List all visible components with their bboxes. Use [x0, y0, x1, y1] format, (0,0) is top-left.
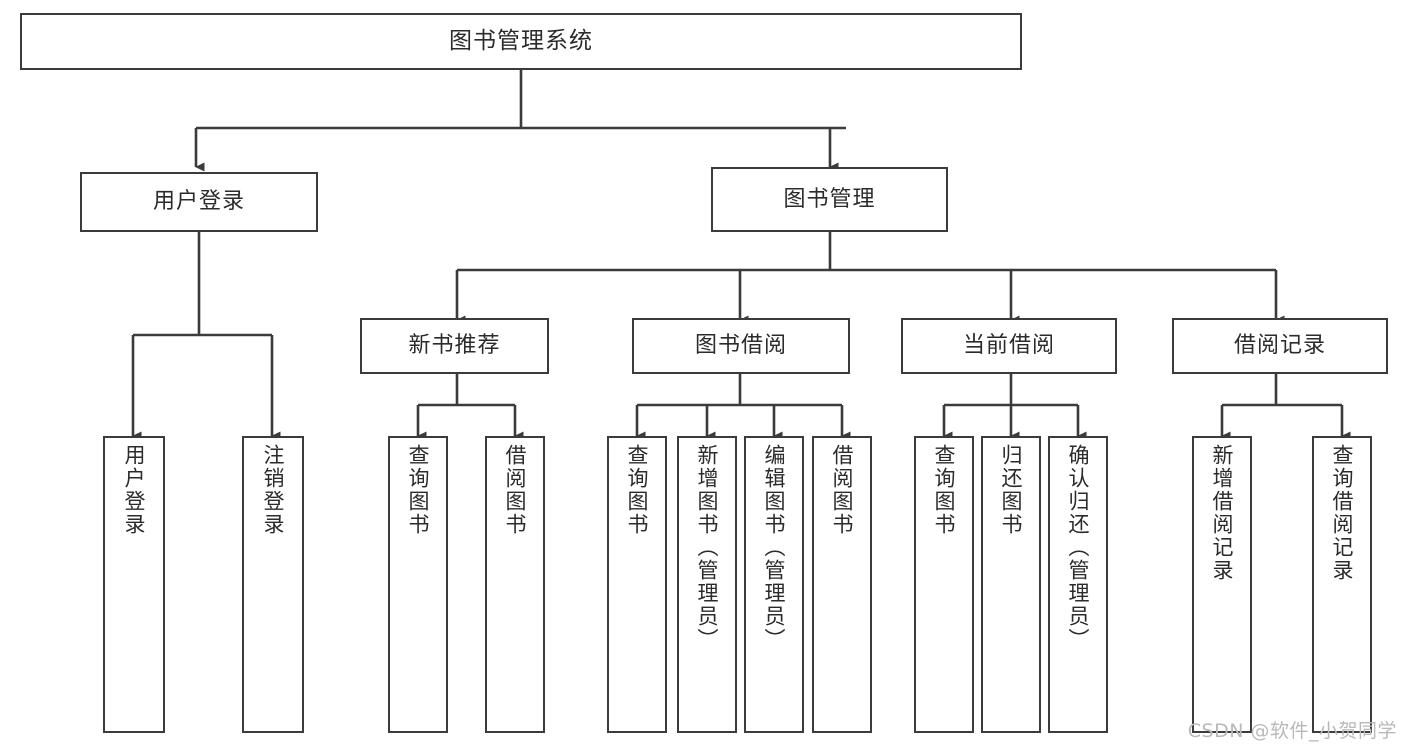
- node-book-borrow[interactable]: 图书借阅: [632, 318, 850, 374]
- node-leaf-user-login[interactable]: 用户登录: [103, 436, 165, 733]
- node-label: 新增借阅记录: [1210, 444, 1235, 582]
- node-leaf-borrow-book-1[interactable]: 借阅图书: [485, 436, 545, 733]
- node-leaf-query-book-1[interactable]: 查询图书: [388, 436, 448, 733]
- node-label: 查询图书: [406, 444, 431, 536]
- node-leaf-add-book[interactable]: 新增图书（管理员）: [677, 436, 737, 733]
- node-label: 借阅记录: [1233, 333, 1326, 359]
- node-label: 查询图书: [932, 444, 957, 536]
- node-label: 用户登录: [122, 444, 147, 536]
- node-label: 确认归还（管理员）: [1066, 444, 1091, 651]
- node-label: 新增图书（管理员）: [695, 444, 720, 651]
- node-label: 用户登录: [152, 189, 245, 215]
- node-book-management[interactable]: 图书管理: [711, 167, 948, 232]
- node-leaf-query-book-2[interactable]: 查询图书: [607, 436, 667, 733]
- node-label: 借阅图书: [503, 444, 528, 536]
- node-label: 图书管理系统: [449, 27, 593, 54]
- node-label: 当前借阅: [962, 333, 1055, 359]
- node-label: 归还图书: [999, 444, 1024, 536]
- node-label: 新书推荐: [408, 333, 501, 359]
- node-label: 图书借阅: [694, 333, 787, 359]
- node-leaf-edit-book[interactable]: 编辑图书（管理员）: [744, 436, 804, 733]
- node-label: 借阅图书: [830, 444, 855, 536]
- node-label: 查询图书: [625, 444, 650, 536]
- watermark: CSDN @软件_小贺同学: [1187, 720, 1397, 742]
- node-borrow-record[interactable]: 借阅记录: [1172, 318, 1388, 374]
- node-leaf-query-borrow-record[interactable]: 查询借阅记录: [1312, 436, 1372, 733]
- node-leaf-logout-login[interactable]: 注销登录: [242, 436, 304, 733]
- node-new-book-recommend[interactable]: 新书推荐: [360, 318, 549, 374]
- node-label: 注销登录: [261, 444, 286, 536]
- node-leaf-confirm-return[interactable]: 确认归还（管理员）: [1048, 436, 1108, 733]
- node-label: 图书管理: [783, 186, 876, 212]
- node-label: 编辑图书（管理员）: [762, 444, 787, 651]
- node-label: 查询借阅记录: [1330, 444, 1355, 582]
- node-leaf-query-book-3[interactable]: 查询图书: [914, 436, 974, 733]
- node-current-borrow[interactable]: 当前借阅: [901, 318, 1117, 374]
- node-user-login[interactable]: 用户登录: [80, 172, 318, 232]
- node-book-management-system[interactable]: 图书管理系统: [20, 13, 1022, 70]
- node-leaf-add-borrow-record[interactable]: 新增借阅记录: [1192, 436, 1252, 733]
- node-leaf-return-book[interactable]: 归还图书: [981, 436, 1041, 733]
- node-leaf-borrow-book-2[interactable]: 借阅图书: [812, 436, 872, 733]
